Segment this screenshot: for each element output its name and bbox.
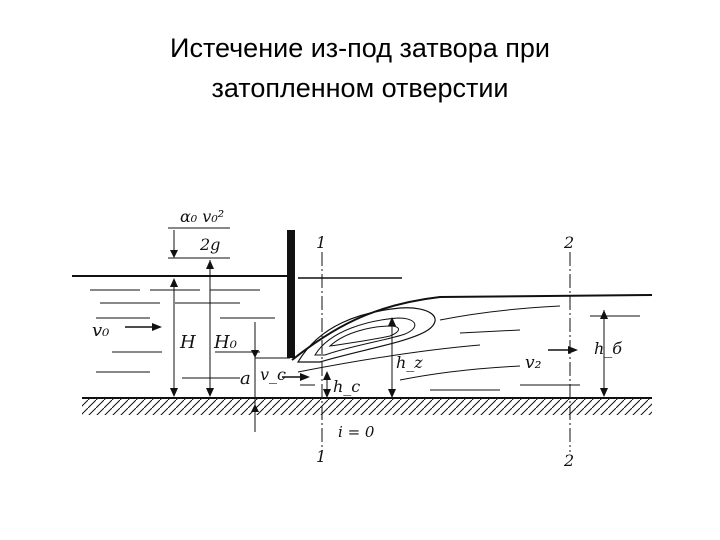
section-2-bottom-label: 2 <box>563 451 574 470</box>
v0-label: v₀ <box>92 320 109 341</box>
dimension-hc <box>323 371 331 398</box>
arrow-vc <box>282 373 310 381</box>
dimension-H <box>170 278 178 397</box>
channel-bed <box>82 397 652 415</box>
downstream-flow <box>291 294 653 391</box>
hc-label: h_c <box>333 377 360 396</box>
title-line-2: затопленном отверстии <box>211 73 509 103</box>
vc-label: v_c <box>260 365 286 384</box>
dimension-velocity-head <box>170 230 178 258</box>
hb-label: h_б <box>594 339 622 358</box>
hz-label: h_z <box>396 353 423 372</box>
arrow-v2 <box>548 346 578 354</box>
a-label: a <box>240 368 251 389</box>
title-line-1: Истечение из-под затвора при <box>170 33 550 63</box>
H-label: H <box>179 332 196 353</box>
dimension-a <box>251 322 290 432</box>
slope-label: i = 0 <box>338 423 375 441</box>
section-1-top-label: 1 <box>316 233 326 252</box>
section-2-top-label: 2 <box>563 233 574 252</box>
velocity-head-denominator: 2g <box>199 235 220 254</box>
dimension-hz <box>388 317 396 398</box>
velocity-head-numerator: α₀ v₀² <box>180 207 224 226</box>
upstream-water-surface <box>72 275 402 379</box>
sluice-gate <box>287 230 295 358</box>
H0-label: H₀ <box>213 332 237 353</box>
dimension-H0 <box>206 260 214 397</box>
dimension-hb <box>600 310 608 397</box>
energy-line <box>168 227 230 259</box>
slide-title: Истечение из-под затвора при затопленном… <box>0 28 720 108</box>
v2-label: v₂ <box>525 353 542 373</box>
arrow-v0 <box>125 323 162 331</box>
section-1-bottom-label: 1 <box>316 447 326 466</box>
